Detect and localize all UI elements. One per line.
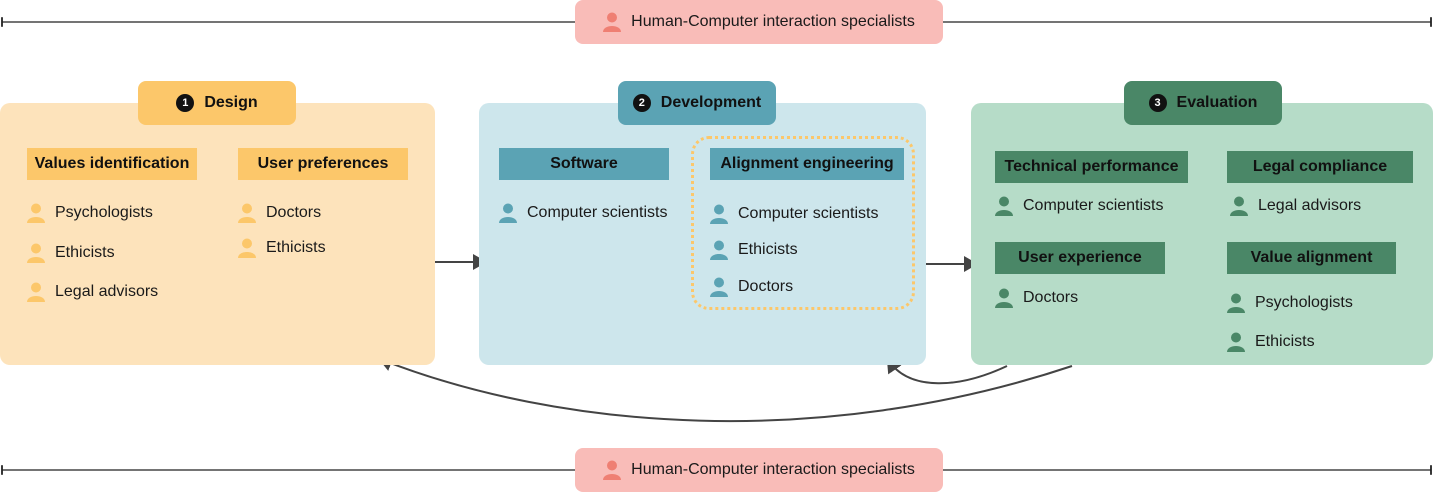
person-item: Psychologists	[27, 203, 153, 223]
design-stage-tab: 1 Design	[138, 81, 296, 125]
person-icon	[27, 203, 45, 223]
technical-performance-header: Technical performance	[995, 151, 1188, 183]
person-item: Computer scientists	[995, 196, 1164, 216]
person-item: Computer scientists	[499, 203, 668, 223]
person-icon	[1227, 293, 1245, 313]
person-icon	[603, 460, 622, 480]
hci-specialists-bottom: Human-Computer interaction specialists	[575, 448, 943, 492]
hci-label: Human-Computer interaction specialists	[631, 461, 915, 478]
person-item: Computer scientists	[710, 204, 879, 224]
person-item: Ethicists	[27, 243, 115, 263]
evaluation-stage-tab: 3 Evaluation	[1124, 81, 1282, 125]
person-icon	[1230, 196, 1248, 216]
person-icon	[710, 277, 728, 297]
value-alignment-header: Value alignment	[1227, 242, 1396, 274]
person-icon	[995, 288, 1013, 308]
stage-title: Evaluation	[1176, 94, 1258, 111]
development-stage-tab: 2 Development	[618, 81, 776, 125]
person-icon	[238, 203, 256, 223]
hci-specialists-top: Human-Computer interaction specialists	[575, 0, 943, 44]
person-icon	[27, 282, 45, 302]
values-identification-header: Values identification	[27, 148, 197, 180]
person-icon	[1227, 332, 1245, 352]
user-experience-header: User experience	[995, 242, 1165, 274]
arrow-eval-to-design	[378, 355, 1073, 423]
design-panel	[0, 103, 435, 365]
step-number-badge: 3	[1148, 94, 1167, 112]
person-icon	[710, 240, 728, 260]
person-item: Ethicists	[1227, 332, 1315, 352]
person-icon	[499, 203, 517, 223]
person-item: Psychologists	[1227, 293, 1353, 313]
person-item: Doctors	[995, 288, 1078, 308]
user-preferences-header: User preferences	[238, 148, 408, 180]
person-item: Ethicists	[710, 240, 798, 260]
hci-label: Human-Computer interaction specialists	[631, 13, 915, 30]
person-icon	[603, 12, 622, 32]
evaluation-panel	[971, 103, 1433, 365]
person-icon	[995, 196, 1013, 216]
alignment-engineering-header: Alignment engineering	[710, 148, 904, 180]
person-item: Ethicists	[238, 238, 326, 258]
stage-title: Development	[660, 94, 762, 111]
person-item: Legal advisors	[1230, 196, 1361, 216]
step-number-badge: 1	[176, 94, 195, 112]
person-item: Doctors	[710, 277, 793, 297]
person-icon	[710, 204, 728, 224]
person-icon	[27, 243, 45, 263]
stage-title: Design	[204, 94, 258, 111]
person-item: Legal advisors	[27, 282, 158, 302]
software-header: Software	[499, 148, 669, 180]
person-item: Doctors	[238, 203, 321, 223]
person-icon	[238, 238, 256, 258]
step-number-badge: 2	[632, 94, 651, 112]
alignment-engineering-highlight	[691, 136, 915, 310]
legal-compliance-header: Legal compliance	[1227, 151, 1413, 183]
